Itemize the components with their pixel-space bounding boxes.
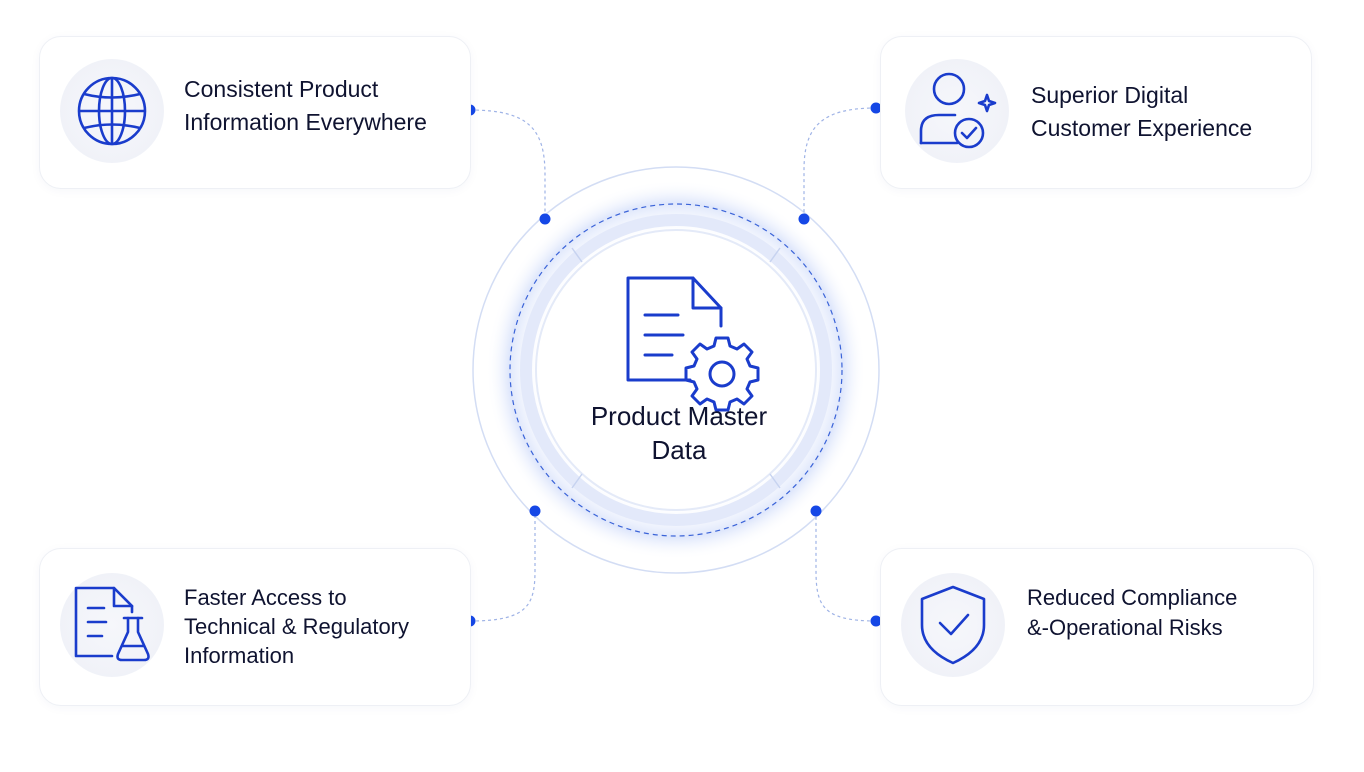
ring-tick: [571, 473, 583, 489]
icon-disc: [60, 59, 164, 163]
connector-bottom-right: [815, 511, 877, 622]
connector-bottom-left: [469, 511, 536, 622]
ring-tick: [769, 247, 781, 263]
benefit-line-2: &-Operational Risks: [1027, 615, 1223, 640]
user-check-sparkle-icon: [919, 72, 997, 149]
connector-dot: [870, 615, 882, 627]
benefit-card-customer-experience: Superior Digital Customer Experience: [880, 36, 1312, 189]
hub-dashed-ring: [509, 203, 843, 537]
benefit-card-faster-access: Faster Access to Technical & Regulatory …: [39, 548, 471, 706]
ring-tick: [769, 473, 781, 489]
hub-title: Product Master Data: [556, 399, 802, 467]
benefit-text: Faster Access to Technical & Regulatory …: [184, 583, 409, 670]
connector-dot: [798, 213, 810, 225]
connector-top-right: [803, 107, 877, 219]
benefit-line-1: Faster Access to: [184, 585, 347, 610]
hub-core: [535, 229, 817, 511]
document-flask-icon: [74, 586, 150, 662]
icon-disc: [905, 59, 1009, 163]
benefit-text: Consistent Product Information Everywher…: [184, 73, 427, 139]
benefit-line-2: Customer Experience: [1031, 115, 1253, 141]
connector-dot: [870, 102, 882, 114]
hub-title-line-1: Product Master: [590, 401, 768, 431]
benefit-line-1: Reduced Compliance: [1027, 585, 1238, 610]
benefit-line-2: Technical & Regulatory: [184, 614, 410, 639]
icon-disc: [901, 573, 1005, 677]
benefit-line-2: Information Everywhere: [184, 109, 427, 135]
benefit-line-3: Information: [184, 643, 295, 668]
connector-dot: [539, 213, 551, 225]
globe-icon: [77, 76, 147, 146]
hub-inner-glow: [520, 214, 832, 526]
document-gear-icon: [626, 276, 760, 412]
benefit-card-consistent-info: Consistent Product Information Everywher…: [39, 36, 471, 189]
benefit-text: Reduced Compliance &-Operational Risks: [1027, 583, 1237, 643]
connector-dot: [529, 505, 541, 517]
connector-dot: [810, 505, 822, 517]
benefit-text: Superior Digital Customer Experience: [1031, 79, 1252, 145]
icon-disc: [60, 573, 164, 677]
benefit-line-1: Consistent Product: [184, 76, 379, 102]
benefit-line-1: Superior Digital: [1031, 82, 1189, 108]
hub-title-line-2: Data: [651, 435, 707, 465]
benefit-card-reduced-risks: Reduced Compliance &-Operational Risks: [880, 548, 1314, 706]
connector-top-left: [469, 109, 546, 219]
ring-tick: [571, 247, 583, 263]
hub-outer-ring: [472, 166, 880, 574]
shield-check-icon: [920, 585, 986, 665]
